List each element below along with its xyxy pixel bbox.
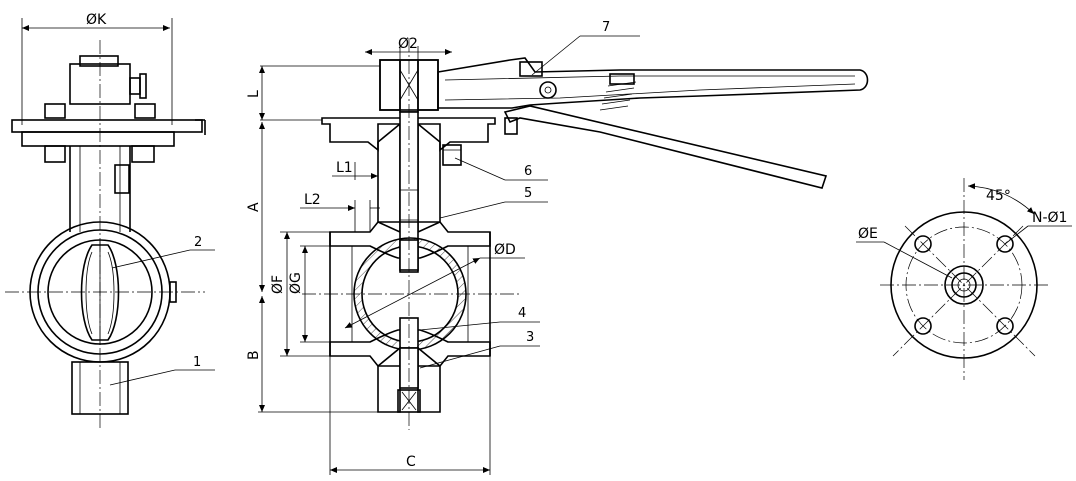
dim-label-phi-g: ØG	[288, 272, 304, 294]
dim-label-l2: L2	[304, 192, 321, 208]
part-number-5: 5	[524, 186, 532, 201]
side-disc	[80, 244, 120, 341]
dim-label-phi-f: ØF	[270, 275, 286, 294]
dim-label-c: C	[406, 454, 416, 470]
dim-label-l: L	[246, 90, 262, 98]
handle-lever	[437, 57, 869, 109]
dim-label-phi-d: ØD	[494, 242, 516, 258]
dim-label-phi-k: ØK	[86, 12, 107, 28]
part-number-7: 7	[602, 20, 610, 35]
dim-label-phi-e: ØE	[858, 226, 878, 242]
dim-label-a: A	[246, 202, 262, 212]
side-view: ØK	[5, 12, 215, 428]
handle-spring	[599, 73, 637, 111]
part-number-3: 3	[526, 330, 534, 345]
part-number-2: 2	[194, 235, 202, 250]
trigger-bar	[503, 105, 828, 189]
part-number-1: 1	[193, 355, 201, 370]
dim-label-l1: L1	[336, 160, 353, 176]
dim-label-n-phi-1: N-Ø1	[1032, 210, 1067, 226]
part-number-6: 6	[524, 164, 532, 179]
dim-label-angle: 45°	[986, 188, 1011, 204]
section-view: Ø2 L A B ØF ØG L1 L2	[246, 20, 869, 475]
part-number-4: 4	[518, 306, 526, 321]
top-flange	[321, 117, 496, 152]
dim-label-b: B	[246, 350, 262, 360]
side-mounting-plate	[11, 119, 203, 133]
flange-top-view: 45° N-Ø1 ØE	[856, 178, 1072, 380]
dim-label-phi-2: Ø2	[398, 36, 418, 52]
